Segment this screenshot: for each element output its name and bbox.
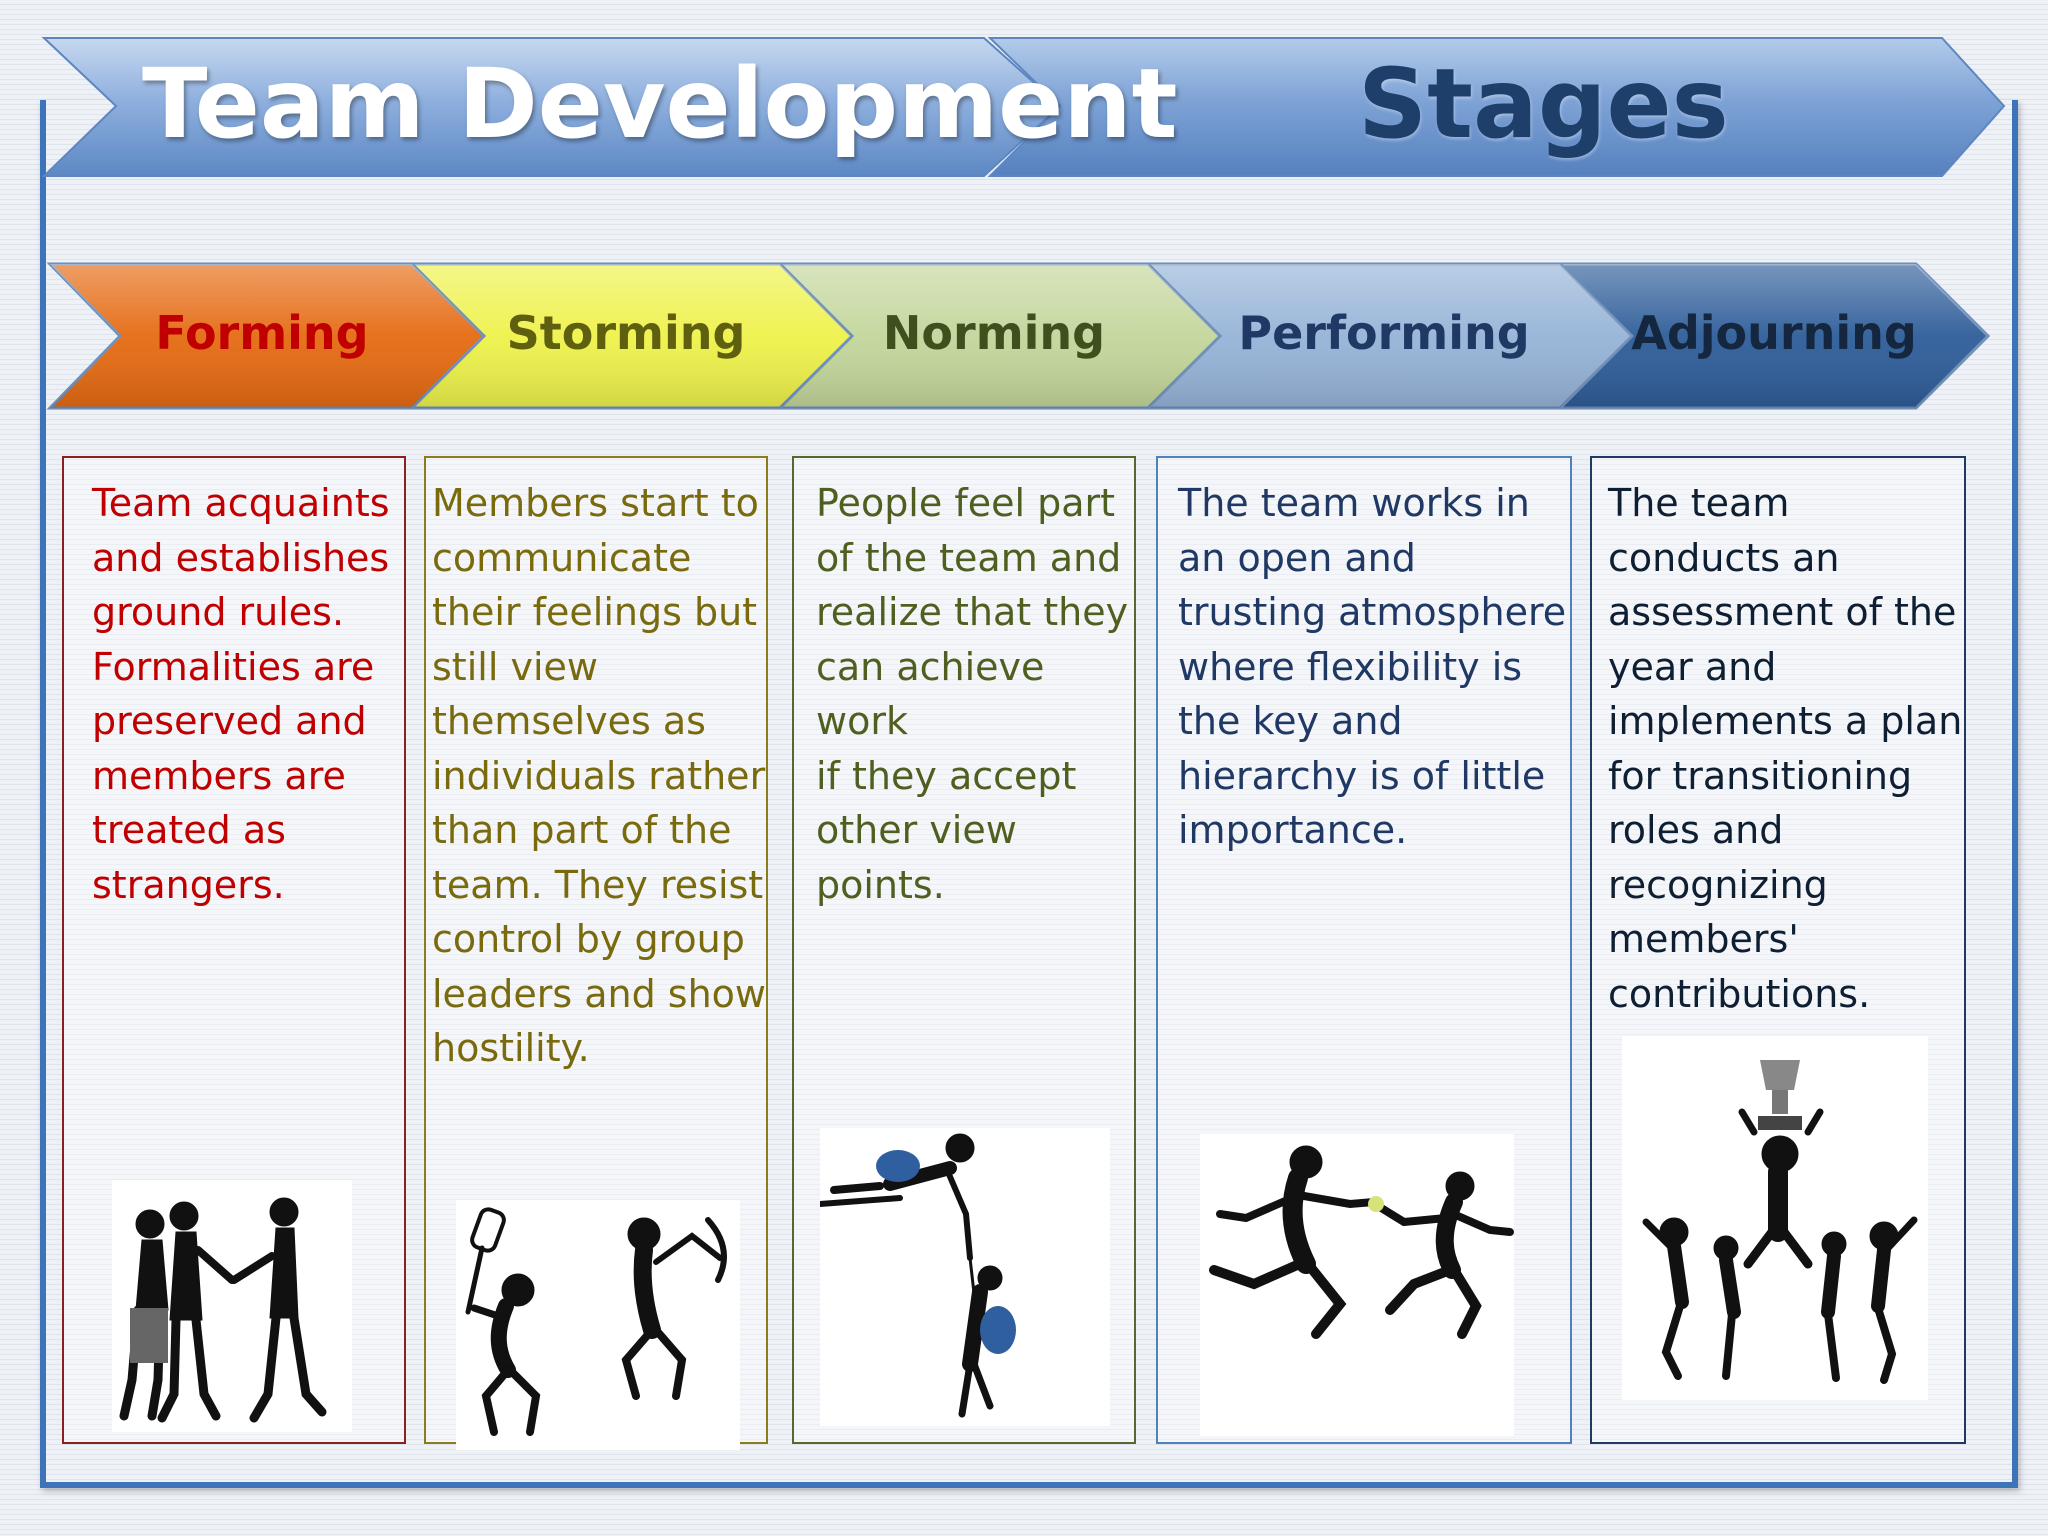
stage-chevrons (0, 0, 2048, 430)
people-fighting-icon (456, 1200, 740, 1450)
stage-description-norming: People feel part of the team and realize… (816, 476, 1134, 912)
stage-label-forming: Forming (155, 306, 368, 360)
stage-description-forming: Team acquaints and establishes ground ru… (92, 476, 390, 912)
stage-label-adjourning: Adjourning (1631, 306, 1917, 360)
stage-description-performing: The team works in an open and trusting a… (1178, 476, 1566, 858)
stage-label-storming: Storming (507, 306, 746, 360)
stage-description-adjourning: The team conducts an assessment of the y… (1608, 476, 1962, 1021)
people-climbing-icon (820, 1128, 1110, 1426)
stage-label-norming: Norming (883, 306, 1105, 360)
stage-description-storming: Members start to communicate their feeli… (432, 476, 766, 1076)
relay-runners-icon (1200, 1134, 1514, 1436)
people-meeting-icon (112, 1180, 352, 1432)
trophy-celebration-icon (1622, 1036, 1928, 1400)
stage-label-performing: Performing (1238, 306, 1529, 360)
